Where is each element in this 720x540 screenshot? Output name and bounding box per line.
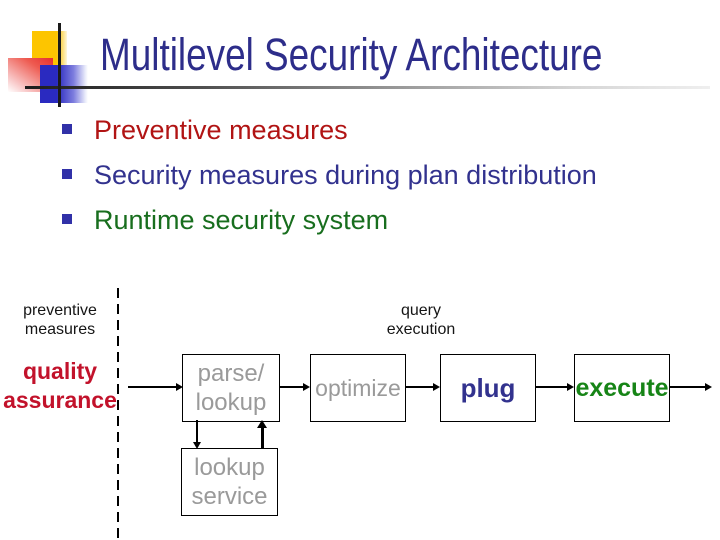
arrow-out-of-execute (670, 383, 712, 391)
phase-label-preventive-measures: preventive measures (5, 301, 115, 339)
bullet-item: Runtime security system (62, 204, 388, 236)
decoration-blue-square (40, 65, 88, 103)
box-label-line: parse/ (197, 360, 265, 387)
bullet-square-icon (62, 124, 72, 134)
phase-label-line: query (400, 302, 442, 319)
phase-label-line: measures (24, 321, 96, 338)
bullet-label: Security measures during plan distributi… (94, 160, 597, 190)
box-label-line: lookup (195, 389, 267, 416)
phase-label-line: preventive (23, 302, 97, 319)
title-underline-rule (25, 86, 710, 89)
bullet-square-icon (62, 169, 72, 179)
bullet-item: Security measures during plan distributi… (62, 159, 597, 191)
box-label-line: service (191, 483, 268, 510)
arrow-parse-to-lookup-service (193, 420, 201, 449)
quality-assurance-line: assurance (3, 387, 117, 413)
arrow-parse-to-optimize (280, 383, 310, 391)
quality-assurance-line: quality (22, 358, 98, 384)
arrow-optimize-to-plug (406, 383, 440, 391)
box-label-line: plug (460, 372, 516, 403)
arrow-lookup-service-to-parse (257, 420, 267, 448)
phase-label-line: execution (386, 321, 456, 338)
box-execute: execute (574, 354, 670, 422)
arrow-plug-to-execute (536, 383, 574, 391)
bullet-square-icon (62, 214, 72, 224)
dashed-divider-line (117, 288, 119, 538)
phase-label-query-execution: query execution (361, 301, 481, 339)
bullet-item: Preventive measures (62, 114, 348, 146)
arrow-into-parse-lookup (128, 383, 183, 391)
box-label-line: lookup (194, 454, 265, 481)
quality-assurance-label: quality assurance (0, 357, 126, 415)
bullet-label: Runtime security system (94, 205, 389, 235)
box-label-line: optimize (315, 374, 401, 401)
box-label-line: execute (575, 373, 669, 402)
decoration-vertical-line (58, 23, 61, 107)
page-title: Multilevel Security Architecture (100, 29, 603, 80)
box-plug: plug (440, 354, 536, 422)
bullet-label: Preventive measures (94, 115, 348, 145)
box-optimize: optimize (310, 354, 406, 422)
box-lookup-service: lookup service (181, 448, 278, 516)
box-parse-lookup: parse/ lookup (182, 354, 280, 422)
